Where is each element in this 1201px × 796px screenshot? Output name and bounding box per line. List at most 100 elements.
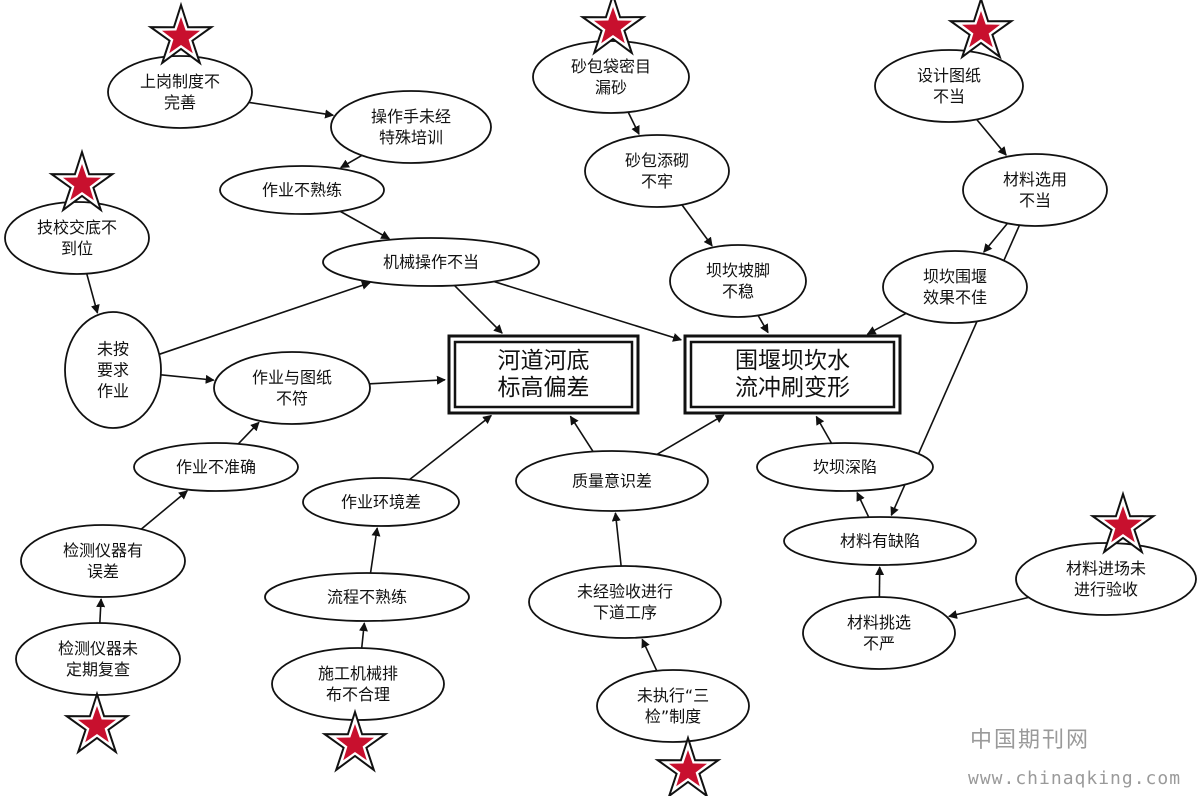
edge-operator-untrained-to-unskilled-operation: [339, 154, 363, 169]
star-icon: [579, 0, 647, 56]
node-dam-subsidence: 坎坝深陷: [756, 442, 934, 492]
node-label: 作业与图纸: [252, 368, 332, 387]
node-label: 下道工序: [593, 603, 657, 622]
edge-unfamiliar-process-to-poor-environment: [369, 527, 381, 574]
edge-next-step-unaccepted-to-poor-quality-awareness: [611, 512, 622, 567]
node-ellipse: [1015, 542, 1197, 616]
node-label: 特殊培训: [379, 128, 443, 147]
edge-material-wrong-to-cofferdam-ineffective: [983, 222, 1009, 253]
node-unskilled-operation: 作业不熟练: [219, 165, 385, 215]
star-icon: [147, 1, 215, 66]
node-ellipse: [133, 442, 299, 492]
star-icon: [947, 0, 1015, 60]
node-poor-environment: 作业环境差: [302, 477, 460, 527]
node-label: 不当: [1019, 191, 1051, 210]
node-ellipse: [264, 572, 470, 622]
edge-instrument-error-to-inaccurate-work: [140, 490, 188, 530]
watermark-site-url: www.chinaqking.com: [968, 768, 1182, 789]
node-ellipse: [882, 250, 1028, 324]
edge-dam-subsidence-to-cofferdam-scour-deformation: [815, 415, 833, 444]
node-ellipse: [962, 153, 1108, 227]
node-label: 不牢: [641, 172, 673, 191]
node-ellipse: [302, 477, 460, 527]
star-icon: [1089, 490, 1157, 555]
node-label: 砂包添砌: [625, 151, 689, 170]
node-ellipse: [322, 237, 540, 287]
node-label: 上岗制度不: [140, 72, 220, 91]
node-label: 流程不熟练: [327, 588, 407, 607]
watermark-site-name: 中国期刊网: [970, 728, 1091, 753]
node-ellipse: [15, 622, 181, 696]
node-label: 不符: [276, 389, 308, 408]
node-ellipse: [20, 524, 186, 598]
node-material-defect: 材料有缺陷: [783, 516, 977, 566]
node-label: 到位: [61, 239, 93, 258]
node-label: 布不合理: [326, 685, 390, 704]
node-label: 作业环境差: [341, 493, 421, 512]
node-ellipse: [584, 134, 730, 208]
edge-design-improper-to-material-wrong: [976, 118, 1007, 156]
star-icon: [321, 708, 389, 773]
node-label: 作业不准确: [176, 458, 256, 477]
node-ellipse: [107, 55, 253, 129]
node-label: 进行验收: [1074, 580, 1138, 599]
node-label: 不严: [863, 634, 895, 653]
node-label: 漏砂: [595, 78, 627, 97]
star-icon: [63, 690, 131, 755]
edge-not-as-required-to-work-mismatch-drawing: [160, 374, 215, 384]
node-label: 检”制度: [645, 707, 701, 726]
edge-poor-quality-awareness-to-cofferdam-scour-deformation: [656, 414, 725, 456]
result-box-outer: [447, 334, 640, 415]
node-label: 要求: [97, 361, 129, 380]
node-ellipse: [669, 244, 807, 318]
node-label: 技校交底不: [37, 218, 117, 237]
node-ellipse: [4, 201, 150, 275]
node-label: 未经验收进行: [577, 582, 673, 601]
edge-not-as-required-to-machine-misoperation: [158, 281, 371, 356]
result-label: 围堰坝坎水: [735, 348, 850, 374]
node-ellipse: [783, 516, 977, 566]
edge-dam-toe-unstable-to-cofferdam-scour-deformation: [757, 314, 769, 334]
node-label: 材料进场未: [1066, 559, 1146, 578]
edge-job-system-imperfect-to-operator-untrained: [248, 101, 335, 119]
edge-machine-misoperation-to-cofferdam-scour-deformation: [493, 280, 683, 342]
result-label: 河道河底: [498, 348, 590, 374]
edge-material-unchecked-to-material-selection-lax: [947, 596, 1029, 619]
edge-work-mismatch-drawing-to-river-bed-elevation-deviation: [369, 375, 446, 385]
node-inaccurate-work: 作业不准确: [133, 442, 299, 492]
node-unfamiliar-process: 流程不熟练: [264, 572, 470, 622]
node-ellipse: [802, 596, 956, 670]
edge-unskilled-operation-to-machine-misoperation: [339, 210, 391, 240]
node-label: 误差: [87, 562, 119, 581]
node-ellipse: [213, 351, 371, 425]
node-label: 作业不熟练: [262, 181, 342, 200]
node-ellipse: [528, 565, 722, 639]
edge-sandbag-loose-to-dam-toe-unstable: [681, 204, 713, 247]
node-label: 砂包袋密目: [571, 57, 651, 76]
node-machine-misoperation: 机械操作不当: [322, 237, 540, 287]
node-label: 检测仪器未: [58, 639, 138, 658]
node-poor-quality-awareness: 质量意识差: [515, 450, 709, 512]
node-three-checks-missing: 未执行“三检”制度: [596, 669, 750, 743]
node-ellipse: [64, 311, 162, 429]
node-label: 坝坎坡脚: [706, 261, 770, 280]
node-label: 设计图纸: [917, 66, 981, 85]
node-ellipse: [874, 49, 1024, 123]
edge-machine-layout-poor-to-unfamiliar-process: [359, 622, 368, 649]
node-ellipse: [532, 40, 690, 114]
node-label: 材料选用: [1003, 170, 1067, 189]
node-label: 定期复查: [66, 660, 130, 679]
